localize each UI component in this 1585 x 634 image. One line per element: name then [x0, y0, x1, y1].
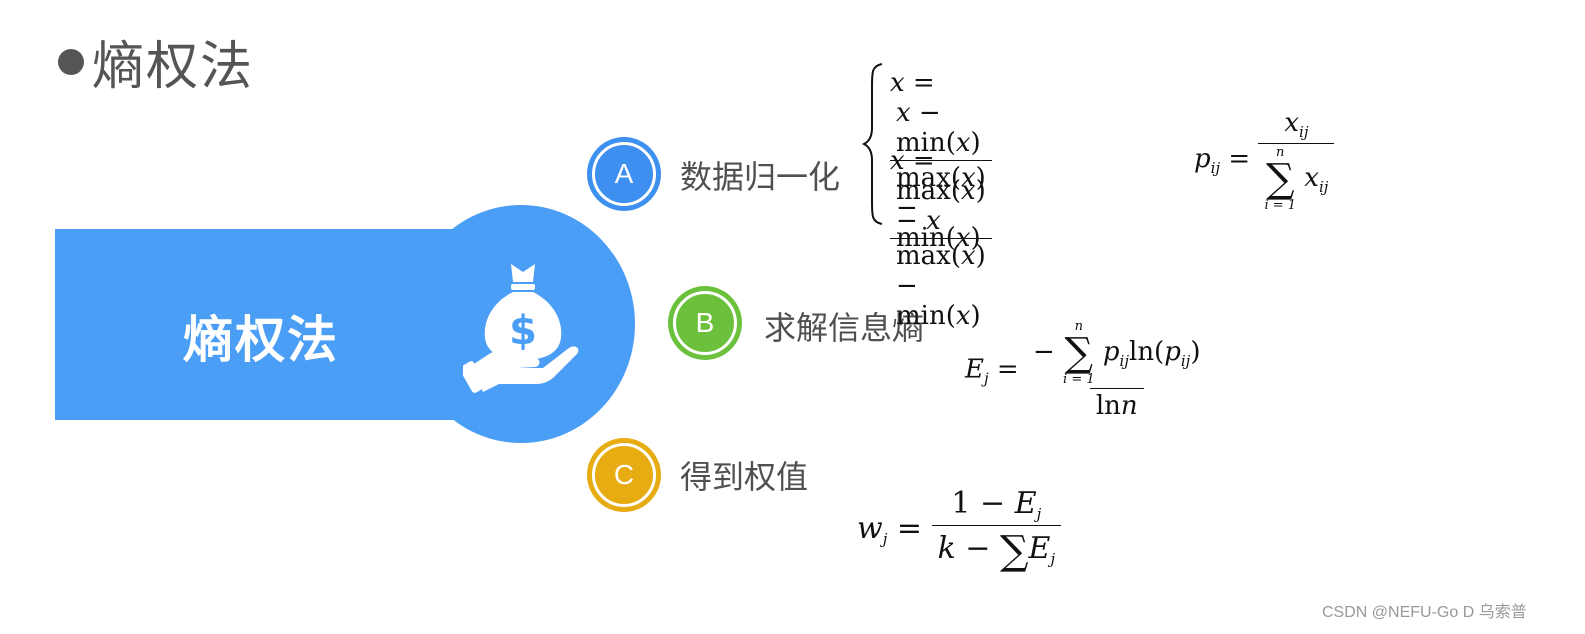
step-a-letter: A	[592, 142, 656, 206]
normalize-positive-formula: x = x − min(x) max(x) − min(x)	[890, 68, 992, 253]
bullet-icon	[58, 48, 84, 75]
weight-formula: wj = 1 − Ej k − ∑Ej	[857, 486, 1062, 574]
step-c-letter: C	[592, 443, 656, 507]
step-b-label: 求解信息熵	[764, 309, 925, 347]
step-a-badge: A	[587, 137, 661, 211]
page-title: 熵权法	[58, 24, 254, 99]
watermark: CSDN @NEFU-Go D 乌索普	[1322, 604, 1527, 621]
entropy-formula: Ej = − n∑i = 1 pijln(pij) lnn	[965, 319, 1201, 421]
step-c-badge: C	[587, 438, 661, 512]
step-b-letter: B	[673, 291, 737, 355]
page-title-text: 熵权法	[92, 37, 255, 97]
step-b-badge: B	[668, 286, 742, 360]
money-bag-hand-icon: $	[463, 264, 579, 393]
step-a-label: 数据归一化	[680, 158, 841, 196]
banner-title: 熵权法	[183, 311, 339, 369]
left-brace-icon	[862, 63, 883, 225]
normalize-negative-formula: x = max(x) − x max(x) − min(x)	[890, 146, 992, 331]
proportion-formula: pij = xij n∑i = 1 xij	[1194, 108, 1335, 212]
step-c-label: 得到权值	[680, 458, 809, 496]
svg-text:$: $	[509, 308, 537, 354]
